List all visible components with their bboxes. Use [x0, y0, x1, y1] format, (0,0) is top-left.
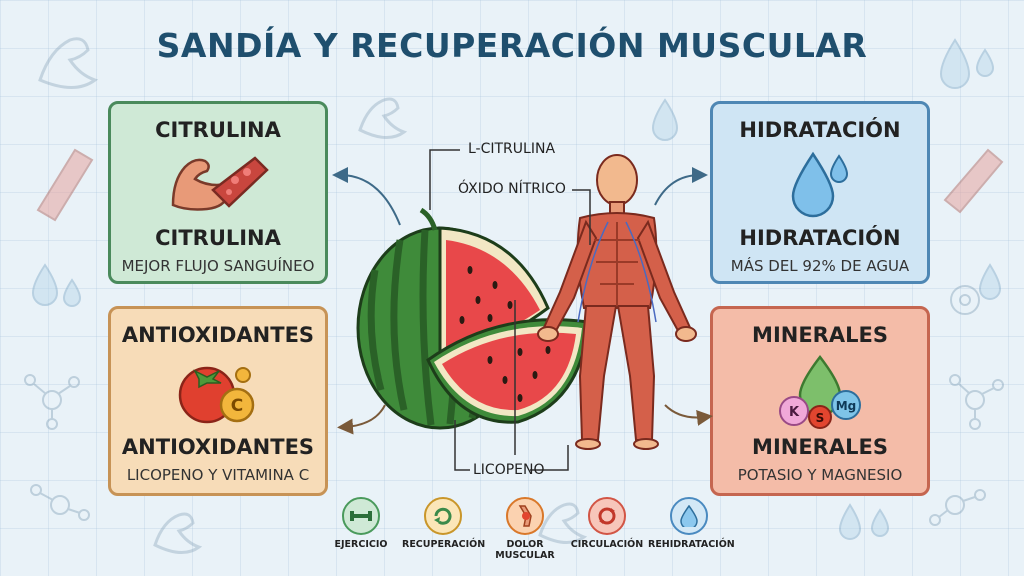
minerales-description: POTASIO Y MAGNESIO — [737, 466, 903, 484]
leader-l-citrulina — [429, 149, 460, 210]
footer-item-rehidratacion: REHIDRATACIÓN — [648, 497, 735, 573]
leader-oxido-nitrico — [572, 189, 591, 245]
footer-item-ejercicio: EJERCICIO — [320, 497, 402, 573]
mineral-molecules-icon: K S Mg — [779, 354, 861, 429]
minerales-card: MINERALES K S Mg MINERALES POTASIO Y MAG… — [710, 306, 930, 496]
arrow-to-hidratacion — [654, 167, 708, 206]
flexed-arm-blood-vessel-icon — [171, 156, 269, 211]
tomato-vitamin-c-icon: C — [178, 366, 255, 424]
antioxidantes-card: ANTIOXIDANTES C ANTIOXIDANTES LICOPENO Y… — [108, 306, 328, 496]
footer-item-dolor-muscular: DOLOR MUSCULAR — [484, 497, 566, 573]
arrow-to-citrulina — [332, 167, 401, 226]
faint-blood-vessel-icon — [36, 148, 94, 222]
faint-blood-vessel-icon — [943, 148, 1004, 214]
page-title: SANDÍA Y RECUPERACIÓN MUSCULAR — [156, 26, 868, 65]
hidratacion-subtitle: HIDRATACIÓN — [739, 226, 901, 250]
faint-flexed-arm-icon — [538, 502, 588, 544]
circulation-icon — [588, 497, 626, 535]
antioxidantes-description: LICOPENO Y VITAMINA C — [126, 466, 310, 484]
faint-flexed-arm-icon — [38, 37, 99, 89]
footer-item-circulacion: CIRCULACIÓN — [566, 497, 648, 573]
footer-label: REHIDRATACIÓN — [648, 539, 735, 550]
antioxidantes-subtitle: ANTIOXIDANTES — [121, 435, 315, 459]
drop-icon — [670, 497, 708, 535]
label-oxido-nitrico: ÓXIDO NÍTRICO — [458, 181, 566, 197]
water-drop-icon — [791, 151, 849, 218]
footer-label: RECUPERACIÓN — [402, 539, 486, 550]
faint-flexed-arm-icon — [153, 512, 203, 554]
hidratacion-heading: HIDRATACIÓN — [739, 118, 901, 142]
citrulina-card: CITRULINA CITRULINA MEJOR FLUJO SANGUÍNE… — [108, 101, 328, 284]
citrulina-subtitle: CITRULINA — [155, 226, 281, 250]
human-muscle-figure — [537, 154, 697, 450]
watermelon-illustration — [356, 207, 590, 430]
footer-label: CIRCULACIÓN — [570, 539, 644, 550]
citrulina-heading: CITRULINA — [155, 118, 281, 142]
hidratacion-card: HIDRATACIÓN HIDRATACIÓN MÁS DEL 92% DE A… — [710, 101, 930, 284]
recovery-cycle-icon — [424, 497, 462, 535]
hidratacion-description: MÁS DEL 92% DE AGUA — [730, 257, 910, 275]
leader-licopeno-right — [530, 445, 569, 471]
label-licopeno: LICOPENO — [473, 462, 545, 478]
citrulina-description: MEJOR FLUJO SANGUÍNEO — [121, 257, 315, 275]
potassium-badge: K — [789, 405, 800, 420]
footer-label: DOLOR MUSCULAR — [495, 539, 555, 561]
faint-water-drop-icon — [31, 38, 1002, 540]
faint-molecule-icon — [24, 285, 1004, 526]
magnesium-badge: Mg — [836, 399, 857, 413]
sore-knee-icon — [506, 497, 544, 535]
minerales-subtitle: MINERALES — [752, 435, 888, 459]
minerales-heading: MINERALES — [752, 323, 888, 347]
faint-flexed-arm-icon — [358, 97, 408, 139]
footer-item-recuperacion: RECUPERACIÓN — [402, 497, 486, 573]
dumbbell-icon — [342, 497, 380, 535]
sulfur-badge: S — [816, 411, 825, 425]
antioxidantes-heading: ANTIOXIDANTES — [121, 323, 315, 347]
arrow-to-minerales — [664, 404, 713, 426]
label-l-citrulina: L-CITRULINA — [468, 141, 556, 157]
footer-label: EJERCICIO — [334, 539, 388, 550]
arrow-to-antioxidantes — [337, 404, 386, 435]
benefit-icon-row: EJERCICIO RECUPERACIÓN DOLOR MUSCULAR CI… — [320, 497, 735, 573]
vitamin-c-badge: C — [231, 396, 243, 416]
leader-licopeno-left — [454, 420, 470, 471]
